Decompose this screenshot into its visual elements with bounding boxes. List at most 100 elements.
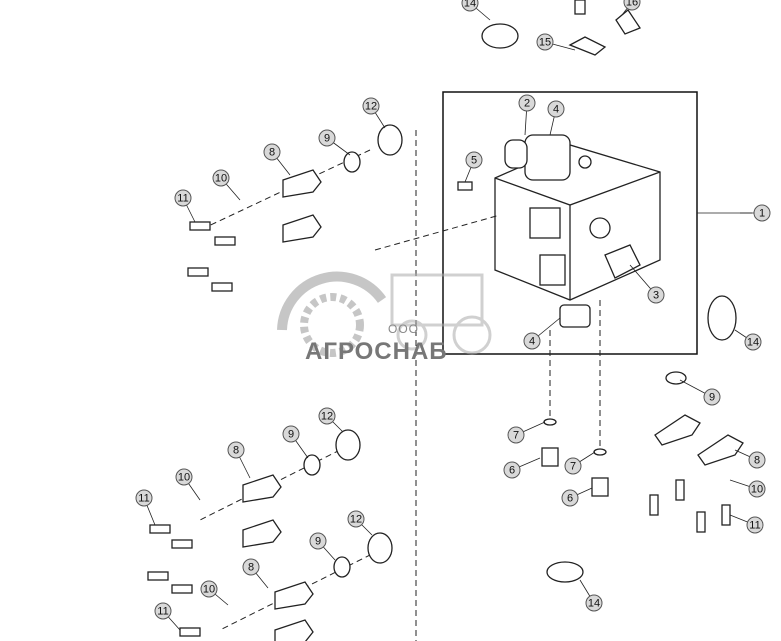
callout-12: 12 (347, 510, 373, 536)
callout-label: 6 (567, 493, 573, 505)
callout-bubble (507, 426, 525, 444)
callout-label: 8 (269, 147, 275, 159)
callout-label: 11 (749, 520, 760, 532)
callout-8: 8 (734, 449, 766, 469)
callout-bubble (135, 489, 153, 507)
callout-6: 6 (561, 487, 593, 507)
callout-bubble (309, 532, 327, 550)
fittings (457, 0, 641, 497)
callout-bubble (347, 510, 365, 528)
callout-bubble (362, 97, 380, 115)
callout-8: 8 (263, 143, 291, 176)
callout-bubble (212, 169, 230, 187)
callout-bubble (174, 189, 192, 207)
callout-4: 4 (523, 317, 561, 350)
flange-group-middle (147, 429, 361, 594)
callout-label: 10 (178, 472, 190, 484)
callout-14: 14 (734, 329, 762, 351)
callout-11: 11 (154, 602, 181, 631)
callout-bubble (536, 33, 554, 51)
callout-9: 9 (318, 129, 351, 156)
callout-label: 2 (524, 98, 530, 110)
callout-label: 5 (471, 155, 477, 167)
callout-5: 5 (464, 151, 483, 183)
callout-bubble (746, 516, 764, 534)
callout-bubble (227, 441, 245, 459)
callout-label: 6 (509, 465, 515, 477)
callout-label: 12 (365, 101, 377, 113)
callout-9: 9 (309, 532, 336, 561)
callout-label: 9 (324, 133, 330, 145)
callout-label: 12 (350, 514, 362, 526)
callout-label: 9 (288, 429, 294, 441)
callout-9: 9 (282, 425, 309, 459)
flange-group-right (649, 371, 744, 533)
callout-label: 7 (570, 461, 576, 473)
callout-label: 10 (215, 173, 227, 185)
callout-bubble (318, 129, 336, 147)
callout-14: 14 (461, 0, 491, 21)
callout-bubble (547, 100, 565, 118)
callout-9: 9 (679, 379, 721, 406)
callout-label: 8 (233, 445, 239, 457)
callout-bubble (564, 457, 582, 475)
callout-label: 11 (138, 493, 149, 505)
callout-bubble (623, 0, 641, 11)
callout-label: 8 (754, 455, 760, 467)
callout-2: 2 (518, 94, 536, 136)
assembly-frame (442, 91, 698, 355)
callout-12: 12 (362, 97, 386, 129)
callout-4: 4 (547, 100, 565, 136)
callout-3: 3 (629, 264, 665, 304)
callout-label: 12 (321, 411, 333, 423)
callout-bubble (561, 489, 579, 507)
callout-16: 16 (621, 0, 641, 16)
callout-bubble (703, 388, 721, 406)
callout-bubble (518, 94, 536, 112)
callout-14: 14 (579, 579, 603, 612)
callout-bubble (647, 286, 665, 304)
callout-bubble (503, 461, 521, 479)
callout-10: 10 (200, 580, 229, 606)
callout-12: 12 (318, 407, 344, 433)
flange-group-bottom (179, 532, 393, 641)
watermark-line1: ООО (388, 322, 420, 336)
callout-label: 8 (248, 562, 254, 574)
callout-6: 6 (503, 457, 541, 479)
watermark-line2: АГРОСНАБ (305, 338, 448, 365)
callout-label: 1 (759, 208, 765, 220)
cable-ties (481, 23, 737, 583)
callout-label: 4 (529, 336, 535, 348)
callout-bubble (318, 407, 336, 425)
callout-1: 1 (740, 204, 771, 222)
callout-bubble (263, 143, 281, 161)
callout-bubble (242, 558, 260, 576)
callout-bubble (461, 0, 479, 12)
callout-label: 9 (709, 392, 715, 404)
callout-label: 7 (513, 430, 519, 442)
callout-7: 7 (564, 451, 596, 475)
callout-11: 11 (135, 489, 156, 526)
callout-label: 14 (464, 0, 476, 10)
callout-11: 11 (174, 189, 196, 223)
callout-8: 8 (242, 558, 269, 589)
callout-label: 14 (747, 337, 759, 349)
callout-bubble (585, 594, 603, 612)
callout-bubble (748, 480, 766, 498)
callout-label: 11 (177, 193, 188, 205)
valve-block (494, 134, 661, 328)
callout-10: 10 (212, 169, 241, 201)
callout-bubble (753, 204, 771, 222)
callout-bubble (154, 602, 172, 620)
callout-11: 11 (729, 514, 764, 534)
flange-group-top (187, 124, 403, 292)
callout-bubble (282, 425, 300, 443)
callout-label: 11 (157, 606, 168, 618)
callout-15: 15 (536, 33, 576, 51)
watermark-logo (277, 271, 492, 357)
callout-bubble (523, 332, 541, 350)
callout-10: 10 (175, 468, 201, 501)
callout-label: 10 (203, 584, 215, 596)
